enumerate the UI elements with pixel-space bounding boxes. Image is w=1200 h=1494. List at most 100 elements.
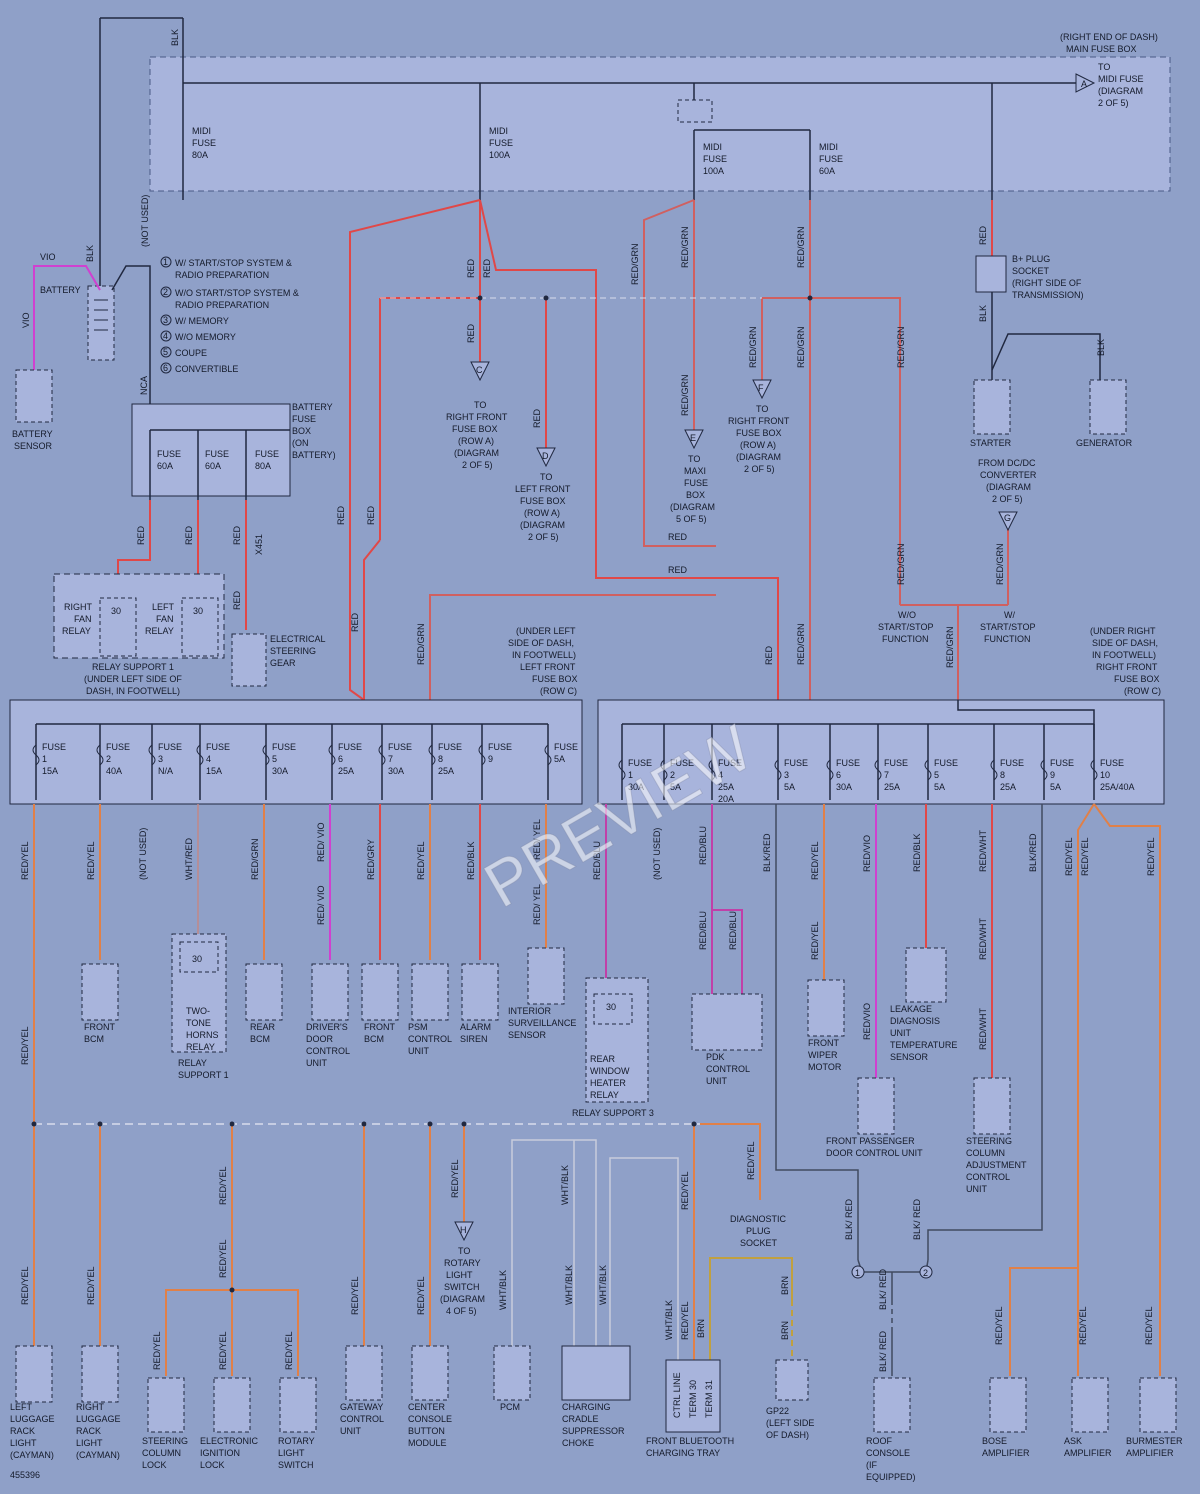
svg-text:30: 30: [192, 954, 202, 964]
svg-text:RED/YEL: RED/YEL: [218, 1239, 228, 1278]
right-front-fuse-box: [597, 699, 1165, 805]
interior-surveillance-sensor: [527, 947, 565, 1005]
svg-text:BRN: BRN: [780, 1276, 790, 1295]
front-wiper-motor: [807, 979, 845, 1037]
svg-text:RED/GRN: RED/GRN: [680, 374, 690, 416]
svg-text:RED/GRN: RED/GRN: [945, 626, 955, 668]
svg-text:RED/WHT: RED/WHT: [978, 1008, 988, 1050]
legend-text: COUPE: [175, 348, 207, 358]
svg-text:RED/GRN: RED/GRN: [748, 326, 758, 368]
svg-text:(NOT USED): (NOT USED): [652, 828, 662, 880]
not-used-label: (NOT USED): [140, 195, 150, 247]
legend-badge: [160, 330, 172, 342]
svg-text:RED/YEL: RED/YEL: [218, 1331, 228, 1370]
svg-text:WHT/BLK: WHT/BLK: [598, 1265, 608, 1305]
svg-text:30: 30: [193, 606, 203, 616]
svg-text:RELAY SUPPORT 1(UNDER LEFT SID: RELAY SUPPORT 1(UNDER LEFT SIDE OFDASH, …: [84, 662, 182, 696]
svg-text:RED/GRN: RED/GRN: [995, 543, 1005, 585]
svg-text:RED/YEL: RED/YEL: [1078, 1306, 1088, 1345]
legend-text: CONVERTIBLE: [175, 364, 238, 374]
svg-text:RED/ VIO: RED/ VIO: [316, 822, 326, 862]
legend-badge: [160, 346, 172, 358]
svg-text:RED: RED: [466, 258, 476, 278]
svg-text:WHT/BLK: WHT/BLK: [498, 1270, 508, 1310]
gp22-ground: [775, 1359, 809, 1401]
svg-text:F: F: [758, 383, 764, 393]
gateway-control-unit: [345, 1345, 383, 1401]
psm-control-unit: [411, 963, 449, 1021]
svg-text:RED/GRN: RED/GRN: [896, 326, 906, 368]
steering-column-adjustment-unit: [973, 1077, 1011, 1135]
roof-console: [873, 1377, 911, 1433]
svg-text:RED/WHT: RED/WHT: [978, 918, 988, 960]
svg-text:RED/YEL: RED/YEL: [810, 921, 820, 960]
legend-badge: [160, 362, 172, 374]
svg-text:30: 30: [111, 606, 121, 616]
svg-text:A: A: [1081, 79, 1087, 89]
legend-badge: [160, 286, 172, 298]
legend-number: 2: [163, 287, 168, 297]
battery: [87, 285, 115, 361]
legend-number: 6: [163, 363, 168, 373]
svg-text:RED/YEL: RED/YEL: [86, 841, 96, 880]
svg-text:RED/YEL: RED/YEL: [20, 841, 30, 880]
svg-text:RED/BLU: RED/BLU: [698, 911, 708, 950]
svg-text:1: 1: [855, 1268, 860, 1278]
svg-text:RED/YEL: RED/YEL: [152, 1331, 162, 1370]
svg-text:RED/GRY: RED/GRY: [366, 839, 376, 880]
svg-text:TERM 31: TERM 31: [704, 1380, 714, 1418]
front-bluetooth-charging-tray: [665, 1359, 721, 1433]
legend-text: W/O START/STOP SYSTEM &RADIO PREPARATION: [175, 288, 299, 310]
svg-text:RED: RED: [184, 525, 194, 545]
svg-text:RED: RED: [466, 323, 476, 343]
rear-window-heater-relay: [593, 993, 633, 1025]
svg-text:RED: RED: [232, 590, 242, 610]
svg-text:RED: RED: [668, 565, 688, 575]
svg-text:RED/YEL: RED/YEL: [20, 1266, 30, 1305]
svg-text:BRN: BRN: [696, 1319, 706, 1338]
svg-text:C: C: [476, 365, 483, 375]
two-tone-horns-relay: [179, 941, 219, 973]
svg-text:BLK/ RED: BLK/ RED: [878, 1330, 888, 1372]
right-luggage-rack-light: [81, 1345, 119, 1403]
svg-text:RED/YEL: RED/YEL: [1080, 837, 1090, 876]
bose-amplifier: [989, 1377, 1027, 1433]
ask-amplifier: [1071, 1377, 1109, 1433]
front-bcm-1: [81, 963, 119, 1021]
svg-text:RED: RED: [366, 505, 376, 525]
battery-sensor: [15, 369, 53, 423]
svg-text:RED/YEL: RED/YEL: [284, 1331, 294, 1370]
left-front-fuse-box: [9, 699, 583, 805]
svg-text:RED: RED: [668, 532, 688, 542]
charging-cradle-suppressor-choke: [561, 1345, 631, 1401]
svg-text:BLK/ RED: BLK/ RED: [844, 1198, 854, 1240]
